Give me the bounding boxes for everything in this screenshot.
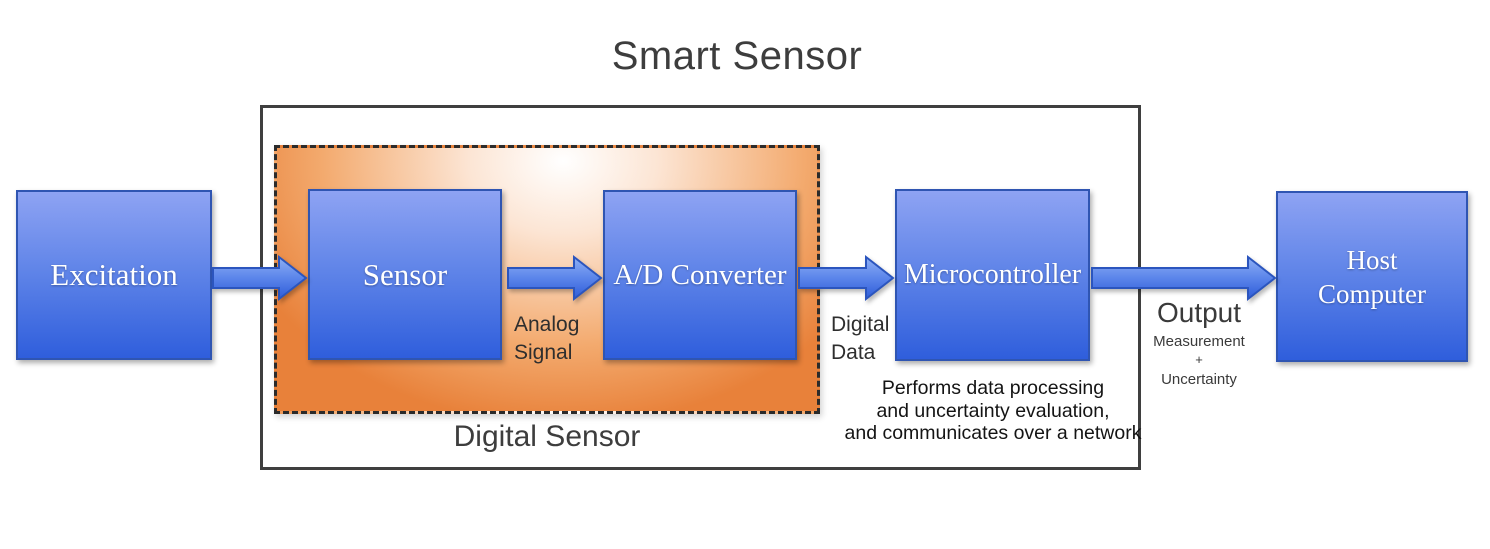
microcontroller-label: Microcontroller: [903, 259, 1082, 290]
sensor-block: Sensor: [308, 189, 502, 360]
output-title: Output: [1156, 297, 1242, 328]
sensor-label: Sensor: [362, 256, 448, 292]
microcontroller-block: Microcontroller: [895, 189, 1090, 361]
excitation-block: Excitation: [16, 190, 212, 360]
microcontroller-note-line1: Performs data processing: [881, 377, 1105, 399]
microcontroller-note-line2: and uncertainty evaluation,: [876, 399, 1110, 422]
output-measurement-label: Measurement: [1153, 333, 1245, 350]
diagram-title: Smart Sensor: [611, 34, 863, 78]
ad-converter-block: A/D Converter: [603, 190, 797, 360]
ad-converter-label: A/D Converter: [613, 258, 787, 291]
microcontroller-note: Performs data processing and uncertainty…: [836, 377, 1150, 445]
analog-signal-label: Analog Signal: [514, 313, 580, 364]
digital-sensor-label: Digital Sensor: [453, 420, 641, 453]
microcontroller-note-line3: and communicates over a network: [844, 422, 1142, 444]
output-label-group: Output Measurement + Uncertainty: [1140, 297, 1258, 388]
digital-data-label: Digital Data: [831, 313, 890, 364]
host-computer-label: Host Computer: [1318, 244, 1426, 309]
excitation-label: Excitation: [50, 257, 178, 292]
output-uncertainty-label: Uncertainty: [1161, 371, 1237, 388]
output-plus-label: +: [1195, 352, 1203, 367]
host-computer-block: Host Computer: [1276, 191, 1468, 362]
